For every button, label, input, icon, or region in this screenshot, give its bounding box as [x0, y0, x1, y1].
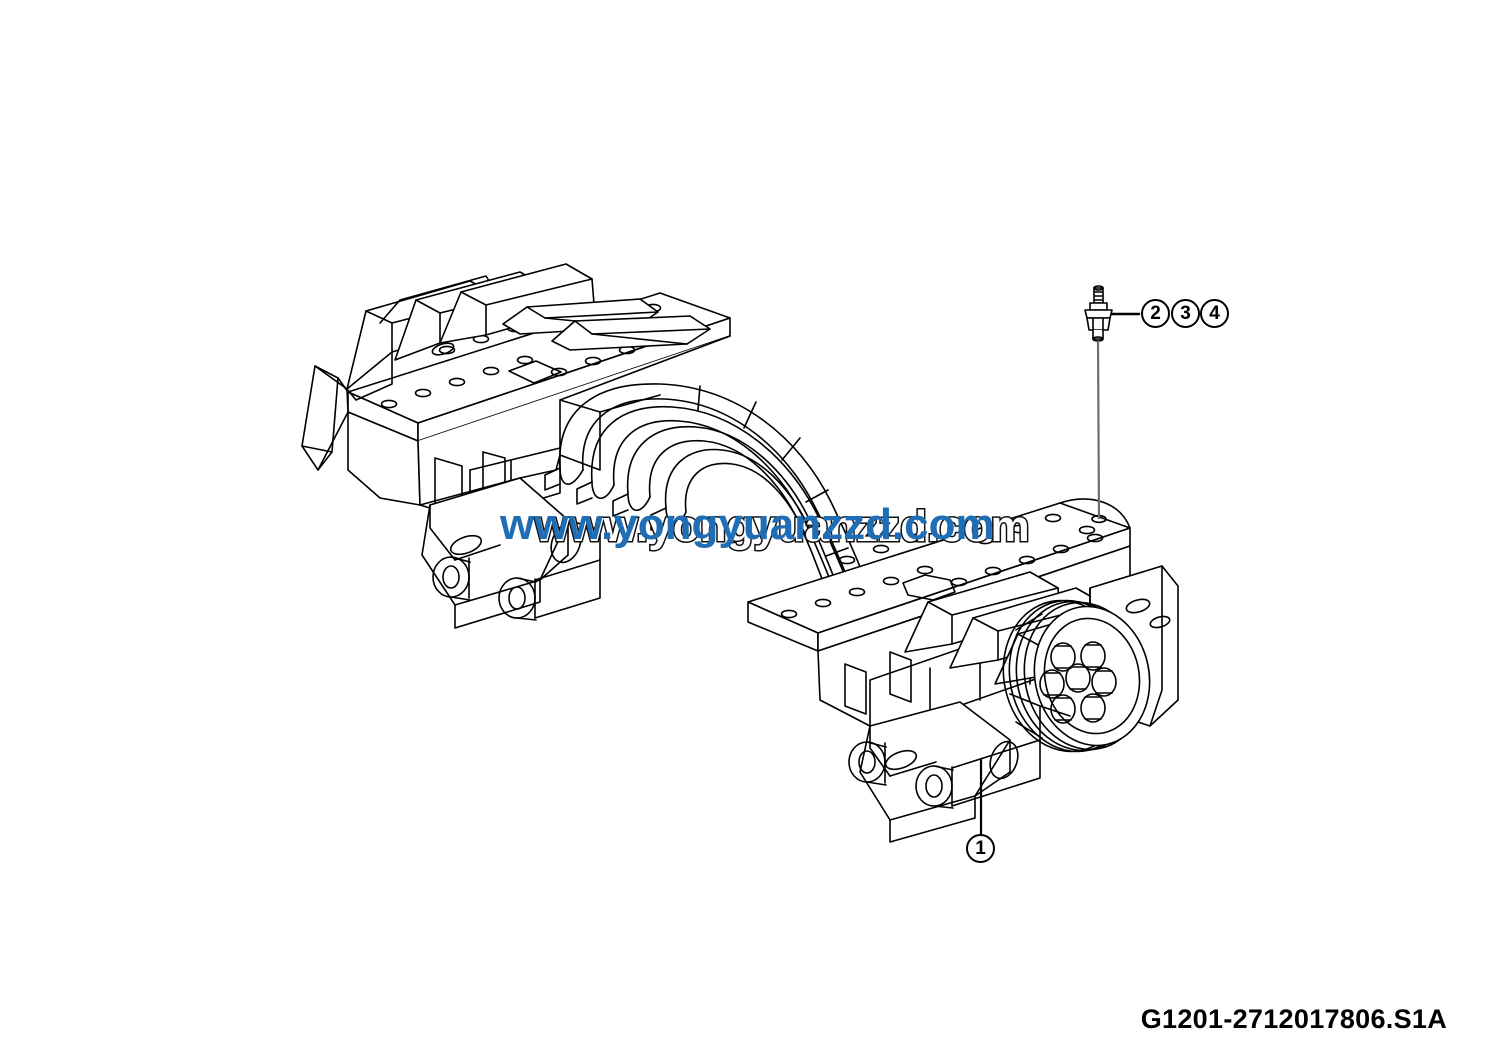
callout-bubble-1[interactable]: 1 [966, 834, 995, 863]
hex-bolt-stud [1084, 285, 1113, 342]
callout-bubble-4[interactable]: 4 [1200, 299, 1229, 328]
rear-suspension-assembly [747, 498, 1179, 843]
part-number-caption: G1201-2712017806.S1A [1140, 1004, 1447, 1034]
assembly-location-line [1096, 340, 1101, 520]
front-suspension-assembly [301, 263, 731, 629]
lug-nuts [1039, 641, 1117, 724]
wheel-hub [1002, 599, 1151, 753]
callout-bubble-2[interactable]: 2 [1141, 299, 1170, 328]
callout-bubble-3[interactable]: 3 [1171, 299, 1200, 328]
